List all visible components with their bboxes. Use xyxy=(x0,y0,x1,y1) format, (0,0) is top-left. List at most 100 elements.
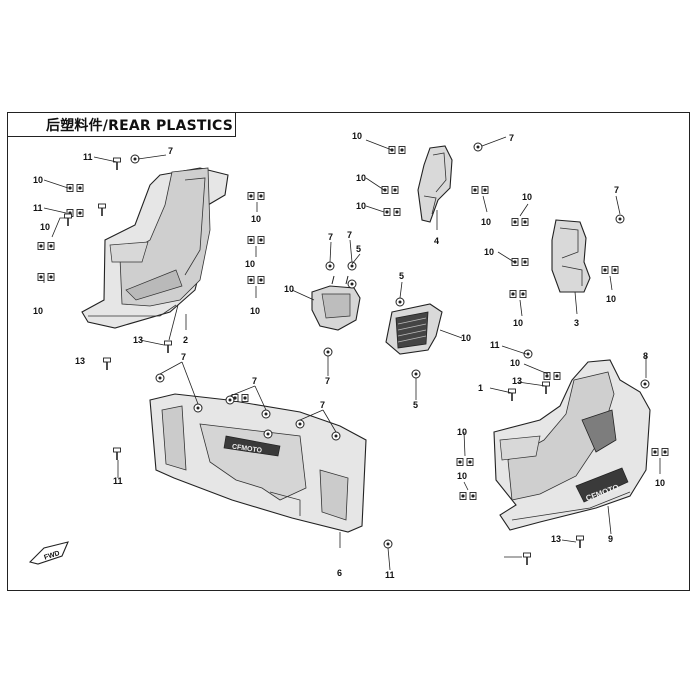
fastener-nut xyxy=(347,279,357,289)
callout-11: 11 xyxy=(490,340,500,350)
part-9-housing xyxy=(311,275,361,331)
callout-7: 7 xyxy=(325,376,330,386)
fastener-bolt xyxy=(63,213,73,227)
fastener-clip xyxy=(383,208,401,216)
fastener-nut xyxy=(130,154,140,164)
callout-10: 10 xyxy=(251,214,261,224)
fwd-label: FWD xyxy=(43,550,60,562)
callout-4: 4 xyxy=(434,236,439,246)
part-1-right-rear-fender xyxy=(493,359,651,531)
callout-11: 11 xyxy=(33,203,43,213)
callout-7: 7 xyxy=(168,146,173,156)
fastener-clip xyxy=(651,448,669,456)
callout-10: 10 xyxy=(510,358,520,368)
title-box: 后塑料件/REAR PLASTICS xyxy=(7,112,236,137)
callout-7: 8 xyxy=(643,351,648,361)
fastener-nut xyxy=(640,379,650,389)
fastener-clip xyxy=(459,492,477,500)
fastener-clip xyxy=(511,218,529,226)
callout-10: 10 xyxy=(606,294,616,304)
callout-10: 10 xyxy=(356,173,366,183)
callout-10: 10 xyxy=(250,306,260,316)
fastener-bolt xyxy=(102,357,112,371)
callout-11: 11 xyxy=(113,476,123,486)
fwd-arrow xyxy=(28,541,69,565)
callout-8: 10 xyxy=(461,333,471,343)
fastener-bolt xyxy=(163,340,173,354)
callout-10: 10 xyxy=(522,192,532,202)
fastener-clip xyxy=(37,273,55,281)
callout-7: 7 xyxy=(509,133,514,143)
diagram-title: 后塑料件/REAR PLASTICS xyxy=(46,117,234,134)
part-2-left-rear-fender xyxy=(81,167,229,329)
fastener-nut xyxy=(331,431,341,441)
fastener-bolt xyxy=(507,388,517,402)
callout-3: 3 xyxy=(574,318,579,328)
callout-10: 10 xyxy=(245,259,255,269)
callout-6: 6 xyxy=(337,568,342,578)
fastener-bolt xyxy=(97,203,107,217)
callout-7: 7 xyxy=(252,376,257,386)
callout-labels: 11 7 10 11 10 10 10 10 10 2 13 13 10 7 1… xyxy=(33,131,665,580)
fastener-clip xyxy=(247,192,265,200)
fastener-clip xyxy=(511,258,529,266)
callout-5: 5 xyxy=(356,244,361,254)
callout-5: 5 xyxy=(413,400,418,410)
callout-2: 2 xyxy=(183,335,188,345)
callout-13: 13 xyxy=(75,356,85,366)
fastener-nut xyxy=(225,395,235,405)
fastener-clip xyxy=(381,186,399,194)
callout-7: 7 xyxy=(320,400,325,410)
fastener-nut xyxy=(473,142,483,152)
callout-7: 7 xyxy=(347,230,352,240)
fastener-bolt xyxy=(112,157,122,171)
part-3-right-bracket-cover xyxy=(551,219,591,293)
callout-7: 7 xyxy=(328,232,333,242)
fastener-nut xyxy=(347,261,357,271)
callout-10: 10 xyxy=(484,247,494,257)
callout-10: 10 xyxy=(352,131,362,141)
fastener-bolt xyxy=(575,535,585,549)
callout-10: 10 xyxy=(40,222,50,232)
fastener-clip xyxy=(66,184,84,192)
fastener-nut xyxy=(261,409,271,419)
callout-11: 1 xyxy=(478,383,483,393)
callout-10: 10 xyxy=(655,478,665,488)
callout-10: 10 xyxy=(481,217,491,227)
fastener-nut xyxy=(323,347,333,357)
fastener-bolt xyxy=(541,381,551,395)
part-4-pillar-cover xyxy=(417,145,453,223)
fastener-clip xyxy=(247,276,265,284)
callout-9: 10 xyxy=(284,284,294,294)
diagram-frame xyxy=(7,112,690,591)
fastener-nut xyxy=(325,261,335,271)
leader-lines xyxy=(43,136,661,571)
callout-7: 7 xyxy=(181,352,186,362)
fastener-nut xyxy=(193,403,203,413)
fastener-clip xyxy=(37,242,55,250)
callout-7: 7 xyxy=(614,185,619,195)
panel-lettering-rear: CFMOTO xyxy=(231,444,262,455)
fastener-nut xyxy=(411,369,421,379)
fastener-clip xyxy=(247,236,265,244)
callout-10: 10 xyxy=(457,427,467,437)
fastener-nut xyxy=(395,297,405,307)
callout-13: 13 xyxy=(551,534,561,544)
fastener-clip xyxy=(456,458,474,466)
part-6-rear-panel xyxy=(149,393,367,533)
callout-10: 10 xyxy=(33,306,43,316)
fastener-bolt xyxy=(522,552,532,566)
fastener-clip xyxy=(471,186,489,194)
fastener-nut xyxy=(155,373,165,383)
fastener-nut xyxy=(295,419,305,429)
callout-10: 10 xyxy=(513,318,523,328)
callout-11: 11 xyxy=(385,570,395,580)
fastener-nut xyxy=(263,429,273,439)
callout-11: 13 xyxy=(512,376,522,386)
callout-13: 13 xyxy=(133,335,143,345)
fastener-clip xyxy=(601,266,619,274)
fastener-nut xyxy=(615,214,625,224)
callout-11: 11 xyxy=(83,152,93,162)
